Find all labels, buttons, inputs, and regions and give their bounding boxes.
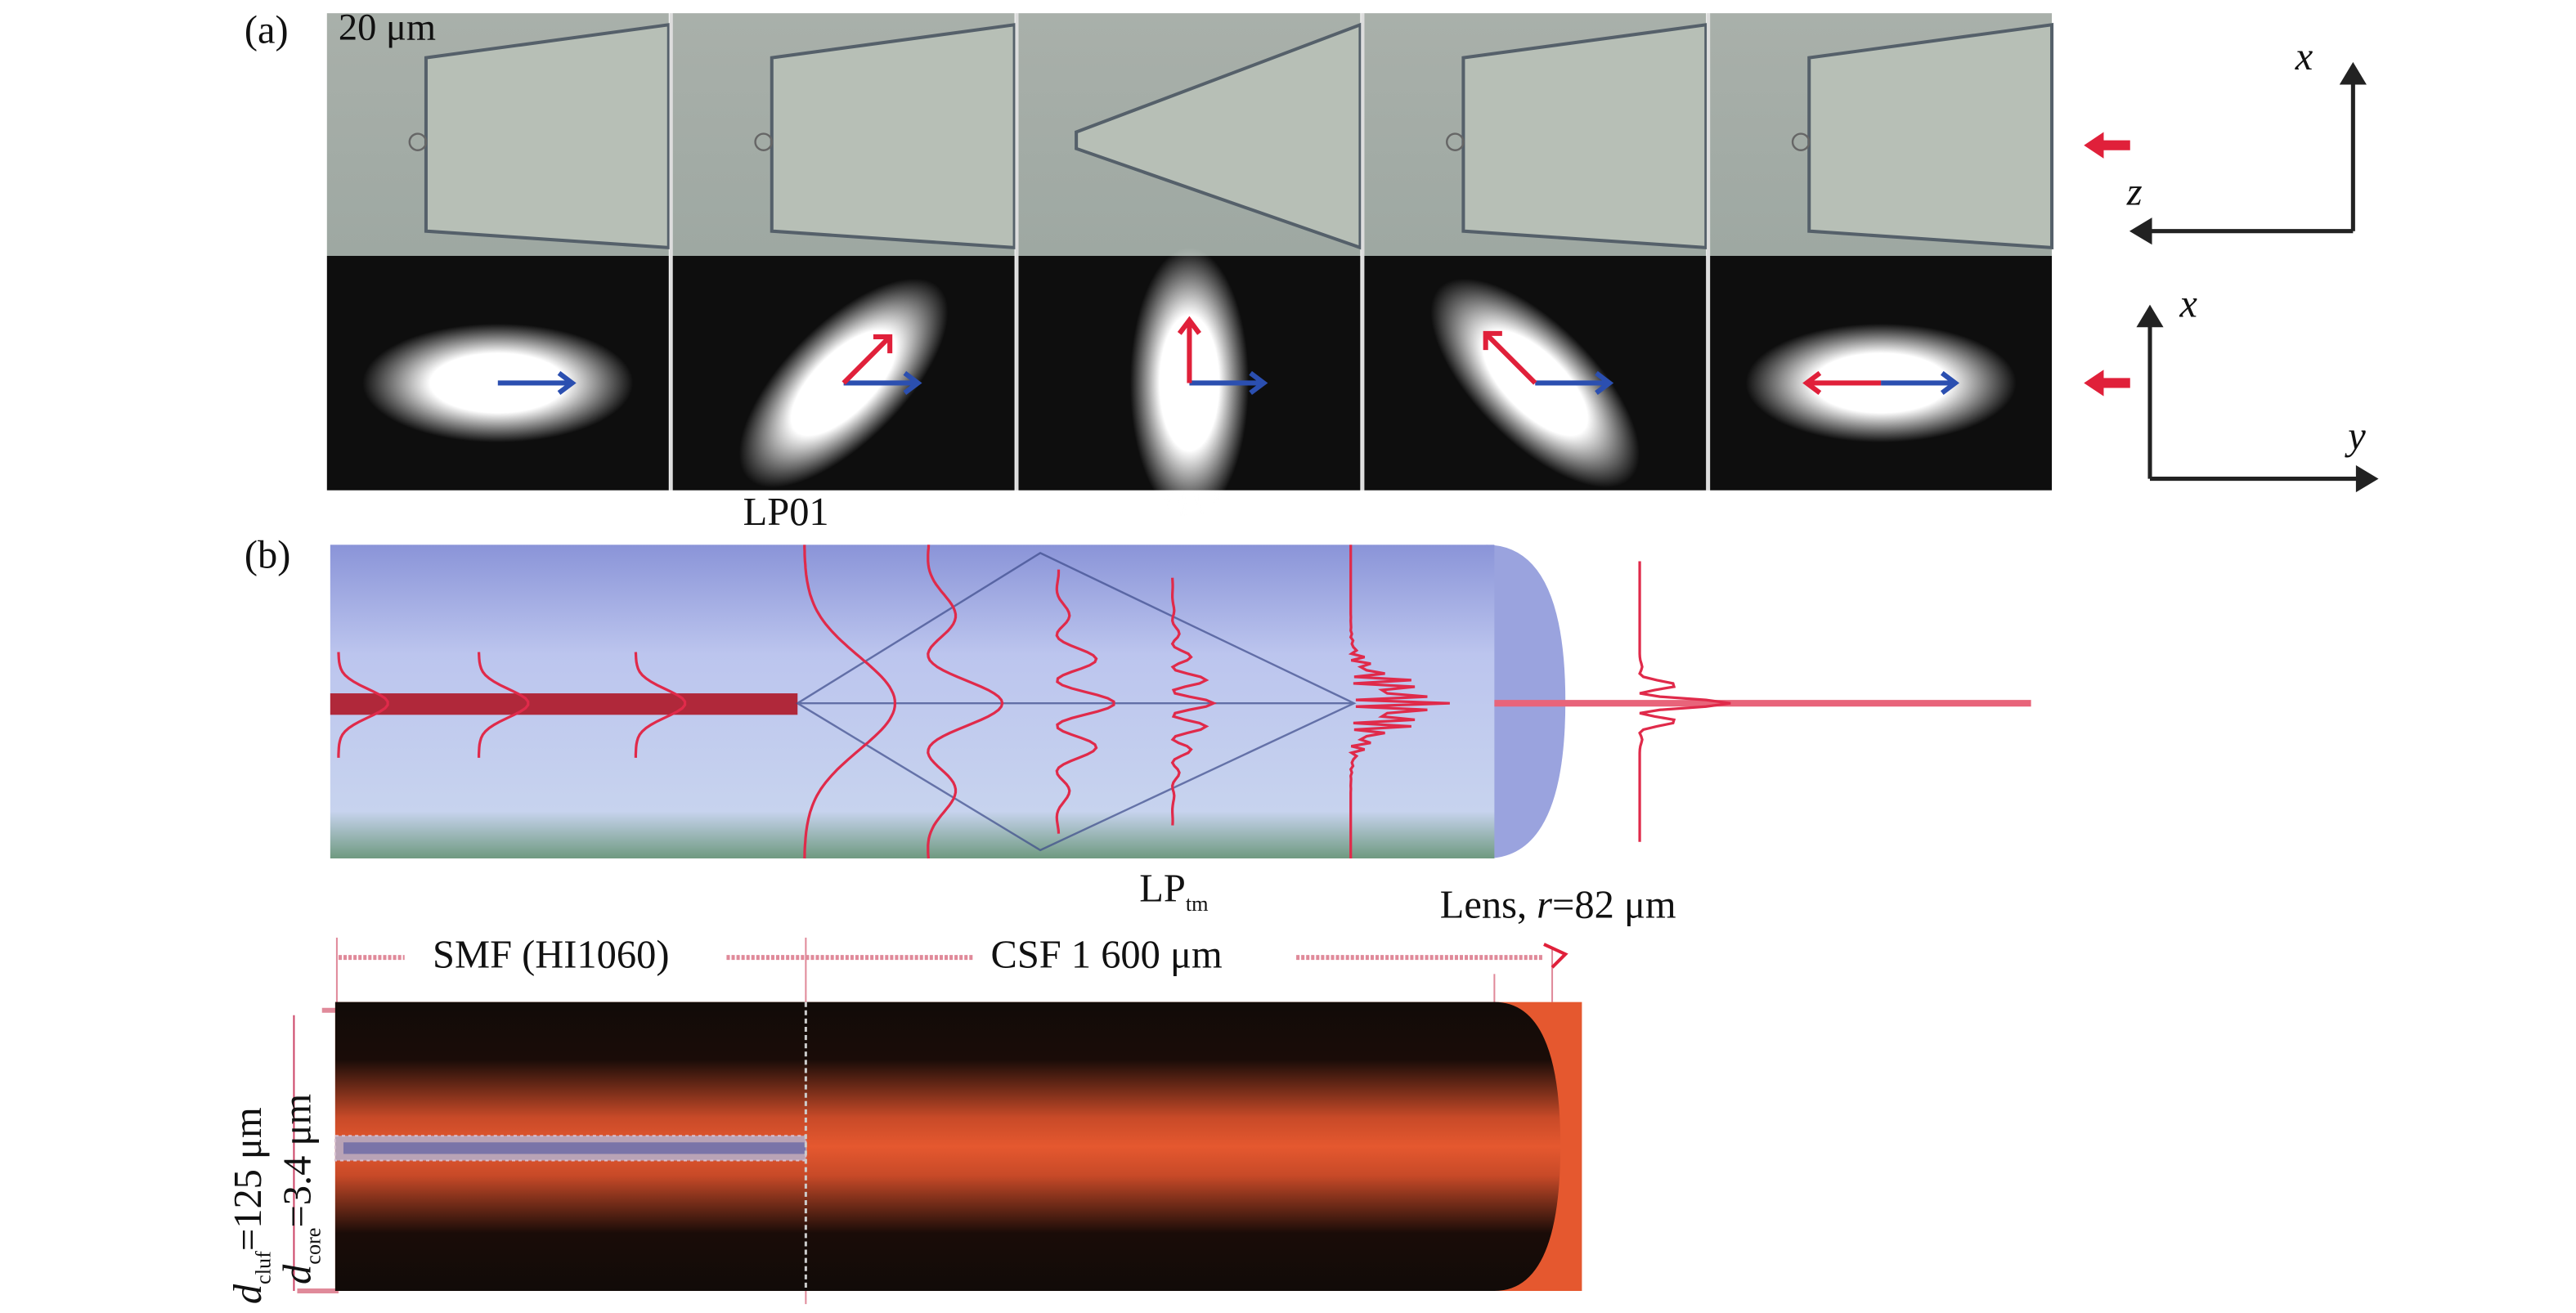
panel-b-label: (b) [244,535,291,578]
polarization-arrow-icon [497,370,577,395]
lp01-label: LP01 [743,491,829,536]
axes-xz [2129,61,2367,245]
mode-profile [1348,544,1450,858]
d-core-main: d [277,1264,321,1284]
mode-profile [634,652,687,758]
polarization-arrow-icon [1483,330,1614,395]
mode-profile [1055,569,1115,834]
lptm-sub: tm [1185,890,1209,916]
mode-profile [803,544,897,859]
mode-profile [1638,561,1731,842]
microscope-panel [669,13,1016,491]
lens-label: Lens, r=82 μm [1440,885,1676,930]
red-arrow-icon [2084,132,2130,397]
mode-profile [1170,577,1218,826]
d-core-sub: core [300,1227,325,1265]
csf-label: CSF 1 600 μm [990,934,1223,978]
axes-xy [2136,304,2379,493]
microscope-panel [1361,13,1708,491]
lens-r: r [1537,885,1553,928]
d-clad-sub: cluf [250,1251,276,1284]
d-clad-value: =125 μm [227,1107,272,1252]
smf-label: SMF (HI1060) [433,934,670,978]
lens-prefix: Lens, [1439,885,1537,928]
polarization-arrow-icon [1177,316,1268,395]
polarization-arrow-icon [1802,370,1959,395]
polarization-arrow-icon [841,334,922,395]
scale-bar-label: 20 μm [338,7,437,48]
mode-profile [927,544,1004,859]
mode-profile [477,652,530,758]
mode-spot [738,278,949,488]
d-core-label: dcore=3.4 μm [277,1094,326,1284]
microscope-panel [1707,13,2054,491]
d-core-value: =3.4 μm [277,1093,321,1228]
axis-y-label: y [2348,415,2366,459]
lens-value: =82 μm [1552,885,1676,928]
d-clad-label: dcluf=125 μm [228,1107,277,1304]
microscope-panels [326,13,2054,519]
mode-profile [337,652,389,758]
lptm-main: LP [1139,868,1186,912]
axis-z-label: z [2126,171,2143,215]
d-clad-main: d [227,1284,272,1305]
fiber-schematic [330,544,2031,859]
panel-a-label: (a) [244,10,289,53]
lptm-label: LPtm [1139,868,1208,917]
axis-x-label-top: x [2295,36,2313,79]
microscope-panel [1015,13,1362,519]
dimension-lines [293,937,1568,1305]
microscope-panel [326,13,671,491]
fiber-micrograph [334,1002,1582,1292]
axis-x-label-bottom: x [2179,284,2197,327]
